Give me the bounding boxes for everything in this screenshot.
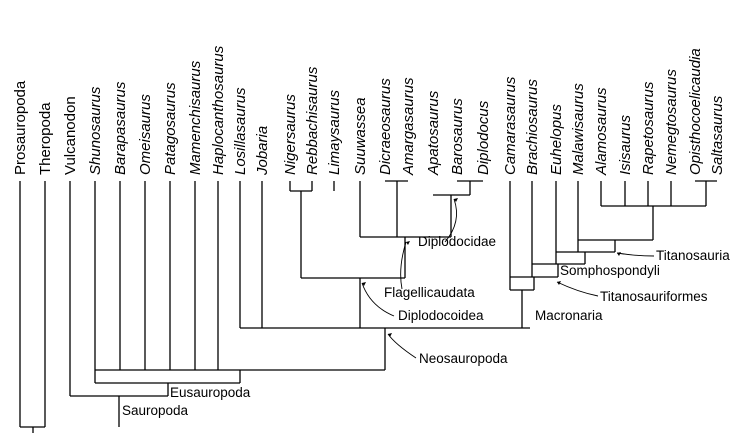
clade-label-4: Flagellicaudata (384, 285, 475, 300)
taxon-label-11: Nigersaurus (282, 94, 299, 175)
clade-arrow-9 (616, 252, 655, 257)
clade-label-2: Neosauropoda (419, 351, 508, 366)
clade-arrowhead-9 (617, 252, 621, 256)
clade-arrowhead-2 (388, 333, 392, 337)
clade-label-7: Titanosauriformes (600, 289, 708, 304)
clade-label-3: Diplodocoidea (398, 308, 484, 323)
clade-arrow-5 (444, 198, 457, 243)
taxon-label-23: Malawisaurus (570, 83, 587, 175)
clade-arrow-7 (556, 281, 599, 297)
taxon-label-15: Dicraeosaurus (377, 78, 394, 175)
taxon-label-28: Opisthocoelicaudia (687, 48, 704, 175)
taxon-label-20: Camarasaurus (502, 76, 519, 175)
taxon-label-21: Brachiosaurus (524, 79, 541, 175)
taxon-label-0: Prosauropoda (12, 80, 29, 175)
clade-label-1: Eusauropoda (170, 385, 251, 400)
taxon-label-17: Apatosaurus (425, 90, 442, 176)
clade-label-6: Macronaria (535, 308, 603, 323)
taxon-label-29: Saltasaurus (709, 95, 726, 175)
taxon-label-19: Diplodocus (475, 100, 492, 175)
taxon-label-16: Amargasaurus (400, 77, 417, 176)
taxon-label-6: Patagosaurus (162, 82, 179, 175)
taxon-label-7: Mamenchisaurus (187, 60, 204, 175)
clade-arrowhead-3 (362, 282, 366, 286)
taxon-label-3: Shunosaurus (87, 86, 104, 175)
taxon-label-14: Suuwassea (352, 97, 369, 175)
taxon-label-9: Losillasaurus (232, 87, 249, 175)
clade-arrowhead-7 (557, 281, 561, 285)
clade-arrow-3 (361, 282, 395, 317)
taxon-label-27: Nemegtosaurus (663, 69, 680, 175)
taxon-label-22: Euhelopus (548, 104, 565, 175)
clade-label-0: Sauropoda (122, 403, 189, 418)
clade-arrowhead-4 (406, 241, 410, 245)
taxon-label-2: Vulcanodon (62, 96, 79, 175)
clade-arrow-4 (400, 241, 407, 290)
taxon-label-8: Haplocanthosaurus (210, 45, 227, 175)
clade-arrow-2 (387, 333, 417, 359)
taxon-label-25: Isisaurus (617, 114, 634, 175)
clade-label-9: Titanosauria (656, 248, 730, 263)
taxon-label-18: Barosaurus (449, 98, 466, 175)
taxon-label-4: Barapasaurus (112, 81, 129, 175)
clade-label-8: Somphospondyli (560, 263, 660, 278)
taxon-label-13: Limaysaurus (326, 89, 343, 175)
taxon-label-1: Theropoda (37, 102, 54, 175)
taxon-label-12: Rebbachisaurus (304, 66, 321, 175)
taxon-label-10: Jobaria (254, 126, 271, 176)
taxon-label-5: Omeisaurus (137, 94, 154, 175)
clade-label-5: Diplodocidae (418, 234, 496, 249)
taxon-label-26: Rapetosaurus (640, 81, 657, 175)
clade-arrowhead-5 (454, 198, 458, 202)
taxon-label-24: Alamosaurus (593, 87, 610, 176)
